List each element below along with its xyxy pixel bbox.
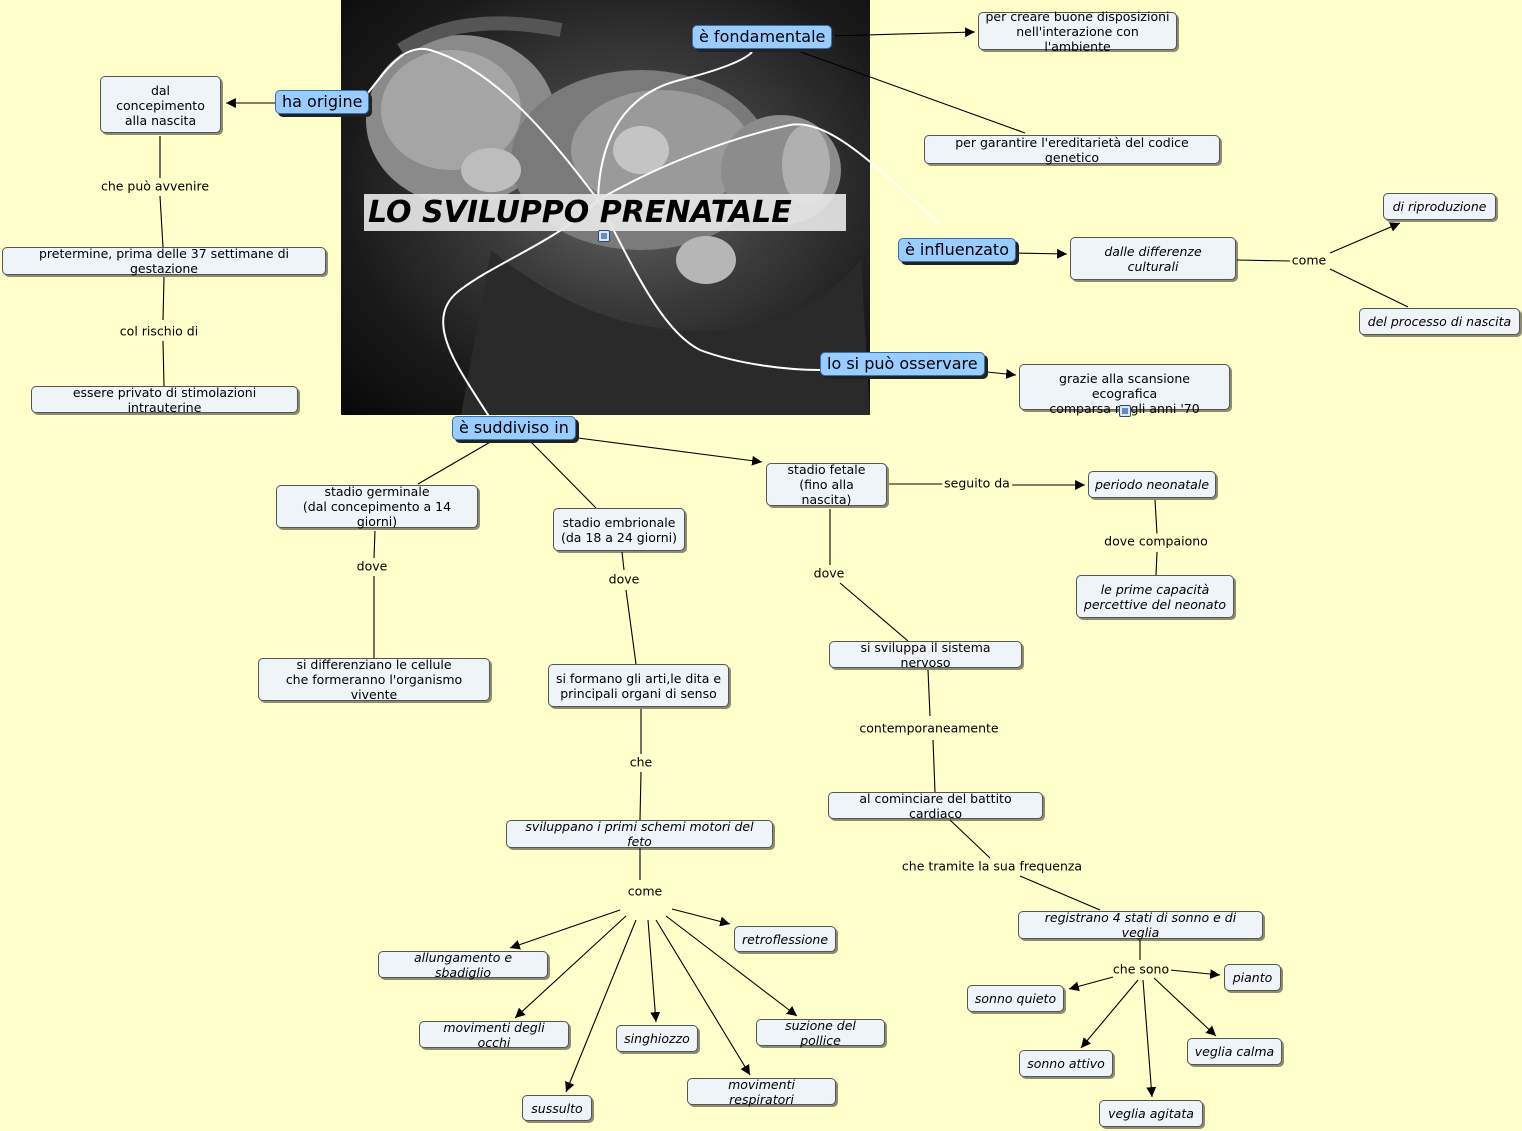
node-stadio-fetale[interactable]: stadio fetale (fino alla nascita) bbox=[766, 462, 887, 507]
link-label-puo-avvenire: che può avvenire bbox=[98, 178, 212, 194]
hub-fondamentale[interactable]: è fondamentale bbox=[692, 25, 833, 49]
node-periodo-neonatale[interactable]: periodo neonatale bbox=[1088, 471, 1216, 498]
node-stadio-germinale[interactable]: stadio germinale (dal concepimento a 14 … bbox=[276, 484, 478, 529]
link-label-seguito-da: seguito da bbox=[942, 475, 1012, 491]
node-arti[interactable]: si formano gli arti,le dita e principali… bbox=[548, 664, 729, 707]
node-sonno-quieto[interactable]: sonno quieto bbox=[967, 985, 1064, 1012]
hub-influenzato[interactable]: è influenzato bbox=[898, 238, 1016, 262]
node-singhiozzo[interactable]: singhiozzo bbox=[616, 1025, 698, 1052]
link-label-dove-embrionale: dove bbox=[606, 571, 642, 587]
node-pretermine[interactable]: pretermine, prima delle 37 settimane di … bbox=[2, 246, 326, 276]
link-label-come-schemi: come bbox=[625, 883, 665, 899]
note-icon[interactable] bbox=[598, 230, 610, 242]
link-label-contemporaneamente: contemporaneamente bbox=[857, 720, 1001, 736]
node-veglia-agitata[interactable]: veglia agitata bbox=[1099, 1100, 1203, 1127]
node-sistema-nervoso[interactable]: si sviluppa il sistema nervoso bbox=[829, 640, 1022, 670]
node-disposizioni[interactable]: per creare buone disposizioni nell'inter… bbox=[978, 9, 1177, 54]
node-scansione[interactable]: grazie alla scansione ecografica compars… bbox=[1019, 364, 1230, 416]
node-schemi-motori[interactable]: sviluppano i primi schemi motori del fet… bbox=[506, 819, 773, 849]
node-battito[interactable]: al cominciare del battito cardiaco bbox=[828, 791, 1043, 821]
node-privato[interactable]: essere privato di stimolazioni intrauter… bbox=[31, 385, 298, 415]
link-label-dove-germinale: dove bbox=[354, 558, 390, 574]
link-label-dove-fetale: dove bbox=[811, 565, 847, 581]
hub-osservare[interactable]: lo si può osservare bbox=[820, 352, 985, 376]
node-cellule[interactable]: si differenziano le cellule che formeran… bbox=[258, 657, 490, 702]
link-label-dove-compaiono: dove compaiono bbox=[1102, 533, 1210, 549]
link-label-che-sono: che sono bbox=[1110, 961, 1172, 977]
node-movimenti-occhi[interactable]: movimenti degli occhi bbox=[419, 1020, 569, 1050]
node-capacita-percettive[interactable]: le prime capacità percettive del neonato bbox=[1076, 575, 1234, 618]
hub-ha-origine[interactable]: ha origine bbox=[275, 90, 370, 114]
node-stati[interactable]: registrano 4 stati di sonno e di veglia bbox=[1018, 910, 1263, 940]
node-sussulto[interactable]: sussulto bbox=[522, 1095, 592, 1121]
node-suzione-pollice[interactable]: suzione del pollice bbox=[756, 1018, 885, 1048]
node-retroflessione[interactable]: retroflessione bbox=[734, 926, 836, 952]
map-title: LO SVILUPPO PRENATALE bbox=[364, 194, 846, 231]
node-stadio-embrionale[interactable]: stadio embrionale (da 18 a 24 giorni) bbox=[553, 508, 685, 551]
image-icon[interactable] bbox=[1119, 405, 1131, 417]
link-label-rischio: col rischio di bbox=[117, 323, 201, 339]
node-concepimento[interactable]: dal concepimento alla nascita bbox=[100, 76, 221, 133]
node-allungamento[interactable]: allungamento e sbadiglio bbox=[378, 950, 548, 980]
node-culturali[interactable]: dalle differenze culturali bbox=[1070, 237, 1236, 280]
node-riproduzione[interactable]: di riproduzione bbox=[1383, 193, 1496, 220]
hub-suddiviso[interactable]: è suddiviso in bbox=[452, 416, 576, 440]
node-processo[interactable]: del processo di nascita bbox=[1359, 308, 1520, 335]
node-ereditarieta[interactable]: per garantire l'ereditarietà del codice … bbox=[924, 135, 1220, 165]
node-pianto[interactable]: pianto bbox=[1224, 964, 1281, 991]
node-veglia-calma[interactable]: veglia calma bbox=[1187, 1038, 1282, 1065]
node-sonno-attivo[interactable]: sonno attivo bbox=[1019, 1050, 1113, 1077]
link-label-frequenza: che tramite la sua frequenza bbox=[899, 858, 1085, 874]
node-movimenti-respiratori[interactable]: movimenti respiratori bbox=[687, 1077, 836, 1107]
link-label-che: che bbox=[627, 754, 655, 770]
link-label-come-culture: come bbox=[1289, 252, 1329, 268]
